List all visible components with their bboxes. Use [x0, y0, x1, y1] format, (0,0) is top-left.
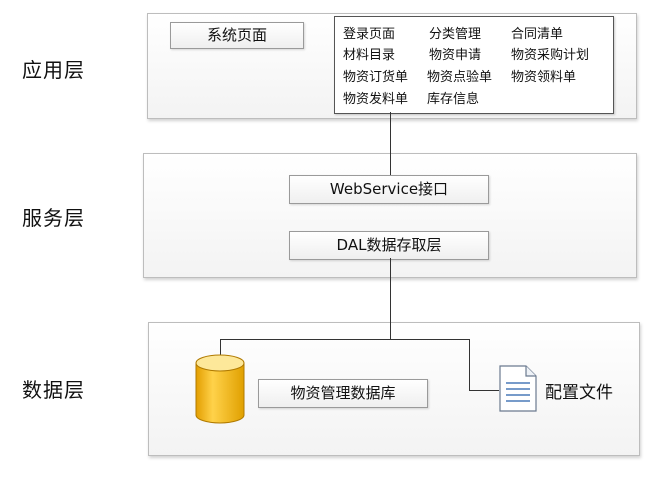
- data-layer-label: 数据层: [22, 378, 85, 402]
- service-layer-label: 服务层: [22, 206, 85, 230]
- module-item: 登录页面: [343, 27, 396, 42]
- dal-box: DAL数据存取层: [289, 231, 489, 260]
- connector-service-data: [390, 258, 391, 339]
- config-file-label: 配置文件: [545, 383, 613, 403]
- module-item: 库存信息: [427, 92, 480, 107]
- module-item: 物资订货单: [343, 70, 409, 85]
- webservice-box: WebService接口: [289, 175, 489, 204]
- system-page-box: 系统页面: [170, 22, 304, 49]
- app-layer-label: 应用层: [22, 58, 85, 82]
- database-icon: [195, 354, 245, 424]
- connector-to-config-vertical: [469, 339, 470, 390]
- module-list-box: 登录页面 分类管理 合同清单 材料目录 物资申请 物资采购计划 物资订货单 物资…: [334, 16, 614, 114]
- module-item: 物资领料单: [511, 70, 577, 85]
- connector-to-database: [220, 339, 221, 361]
- connector-horizontal: [220, 339, 470, 340]
- module-item: 物资点验单: [427, 70, 493, 85]
- module-item: 材料目录: [343, 48, 396, 63]
- module-item: 分类管理: [429, 27, 482, 42]
- connector-to-config-horizontal: [469, 390, 499, 391]
- module-item: 物资申请: [429, 48, 482, 63]
- document-icon: [499, 365, 537, 412]
- connector-app-service: [390, 112, 391, 175]
- module-item: 物资采购计划: [511, 48, 590, 63]
- database-box: 物资管理数据库: [258, 379, 428, 408]
- module-item: 物资发料单: [343, 92, 409, 107]
- module-item: 合同清单: [511, 27, 564, 42]
